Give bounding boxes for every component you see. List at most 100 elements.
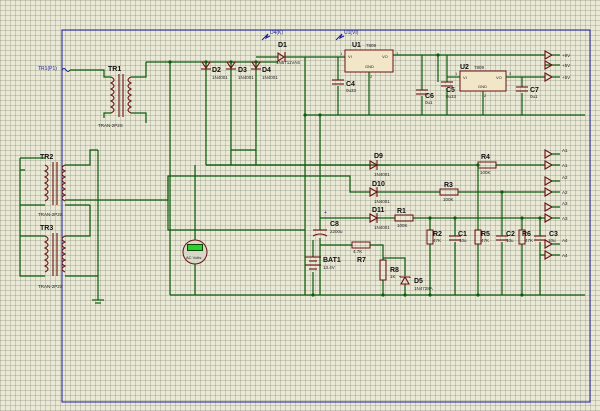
c3-ref: C3: [549, 231, 558, 238]
d5-ref: D5: [414, 278, 423, 285]
terminal-a2[interactable]: [544, 187, 554, 197]
u2-pin-out: 3: [509, 71, 512, 76]
sheet-frame: [61, 29, 591, 403]
r5-value: 47K: [481, 238, 489, 243]
resistor-r3[interactable]: [439, 188, 459, 196]
r3-ref: R3: [444, 182, 453, 189]
c4-ref: C4: [346, 81, 355, 88]
u1-vo: VO: [382, 54, 388, 59]
terminal-a4-top[interactable]: [544, 239, 554, 249]
c5-value: 0u33: [446, 94, 457, 99]
u1-ref: U1: [352, 42, 361, 49]
r8-ref: R8: [390, 267, 399, 274]
battery-bat1[interactable]: [305, 256, 321, 270]
transformer-tr2[interactable]: [43, 162, 67, 205]
resistor-r2[interactable]: [426, 229, 434, 245]
capacitor-c1[interactable]: [449, 235, 461, 241]
u1-pin-in: 1: [340, 51, 343, 56]
d11-value: 1N4001: [374, 225, 390, 230]
probe-d4k-label: D4(K): [270, 30, 283, 36]
d9-ref: D9: [374, 153, 383, 160]
c8-value: 2200u: [330, 229, 343, 234]
r2-ref: R2: [433, 231, 442, 238]
terminal-a2-top-label: A2: [562, 175, 568, 180]
u2-vo: VO: [496, 75, 502, 80]
capacitor-c6[interactable]: [416, 89, 428, 95]
r1-ref: R1: [397, 208, 406, 215]
terminal-5v-a-label: +5V: [562, 63, 570, 68]
r8-value: 1K: [390, 274, 396, 279]
d11-ref: D11: [372, 207, 385, 214]
d5-value: 1N4728A: [414, 286, 433, 291]
resistor-r4[interactable]: [477, 161, 497, 169]
terminal-9v-label: +9V: [562, 53, 570, 58]
r1-value: 100K: [397, 223, 408, 228]
u2-ref: U2: [460, 64, 469, 71]
r4-ref: R4: [481, 154, 490, 161]
capacitor-c7[interactable]: [516, 86, 528, 92]
capacitor-c2[interactable]: [496, 235, 508, 241]
probe-u1vi-label: U1(VI): [344, 30, 359, 36]
probe-d4k[interactable]: [261, 33, 271, 41]
u2-pin-in: 1: [455, 71, 458, 76]
resistor-r5[interactable]: [474, 229, 482, 245]
d10-value: 1N4001: [374, 199, 390, 204]
u2-value: 7809: [474, 65, 485, 70]
r5-ref: R5: [481, 231, 490, 238]
transformer-tr1[interactable]: [109, 74, 133, 117]
r3-value: 100K: [443, 197, 454, 202]
d1-value: 1N5711VAS: [276, 60, 300, 65]
terminal-5v-b-label: +5V: [562, 75, 570, 80]
resistor-r6[interactable]: [518, 229, 526, 245]
terminal-a3-top-label: A3: [562, 201, 568, 206]
resistor-r7[interactable]: [351, 241, 371, 249]
r7-ref: R7: [357, 257, 366, 264]
r2-value: 47K: [433, 238, 441, 243]
c2-ref: C2: [506, 231, 515, 238]
u1-gnd: GND: [365, 64, 374, 69]
d3-ref: D3: [238, 67, 247, 74]
terminal-a1[interactable]: [544, 160, 554, 170]
terminal-a1-top[interactable]: [544, 149, 554, 159]
terminal-a4[interactable]: [544, 250, 554, 260]
terminal-9v[interactable]: [544, 50, 560, 60]
terminal-a2-top[interactable]: [544, 176, 554, 186]
source-label: TR1(P1): [38, 66, 57, 72]
c1-ref: C1: [458, 231, 467, 238]
d3-value: 1N4001: [238, 75, 254, 80]
capacitor-c5[interactable]: [441, 81, 453, 87]
resistor-r8[interactable]: [379, 259, 387, 281]
terminal-5v-b[interactable]: [544, 72, 560, 82]
capacitor-c4[interactable]: [332, 79, 344, 85]
ac-voltmeter[interactable]: [182, 239, 208, 265]
terminal-a4-top-label: A4: [562, 238, 568, 243]
r7-value: 4.7K: [353, 249, 362, 254]
probe-u1vi[interactable]: [335, 33, 345, 41]
diode-d10[interactable]: [369, 187, 379, 197]
tr3-ref: TR3: [40, 225, 53, 232]
bat1-value: 13.4V: [323, 265, 335, 270]
r6-ref: R6: [522, 231, 531, 238]
c1-value: 10u: [459, 238, 467, 243]
resistor-r1[interactable]: [394, 214, 414, 222]
capacitor-c3[interactable]: [534, 235, 546, 241]
terminal-a3-label: A3: [562, 216, 568, 221]
c2-value: 10u: [506, 238, 514, 243]
u2-gnd: GND: [478, 84, 487, 89]
capacitor-c8[interactable]: [312, 229, 328, 237]
ac-source-symbol[interactable]: [61, 68, 71, 72]
terminal-5v-a[interactable]: [544, 60, 554, 70]
d2-ref: D2: [212, 67, 221, 74]
diode-d5[interactable]: [399, 275, 411, 285]
terminal-a4-label: A4: [562, 253, 568, 258]
terminal-a3[interactable]: [544, 213, 554, 223]
c7-value: 0u1: [530, 94, 538, 99]
terminal-a3-top[interactable]: [544, 202, 554, 212]
diode-d11[interactable]: [369, 213, 379, 223]
terminal-a2-label: A2: [562, 190, 568, 195]
tr1-ref: TR1: [108, 66, 121, 73]
c3-value: 10u: [548, 238, 556, 243]
transformer-tr3[interactable]: [43, 233, 67, 276]
d4-ref: D4: [262, 67, 271, 74]
